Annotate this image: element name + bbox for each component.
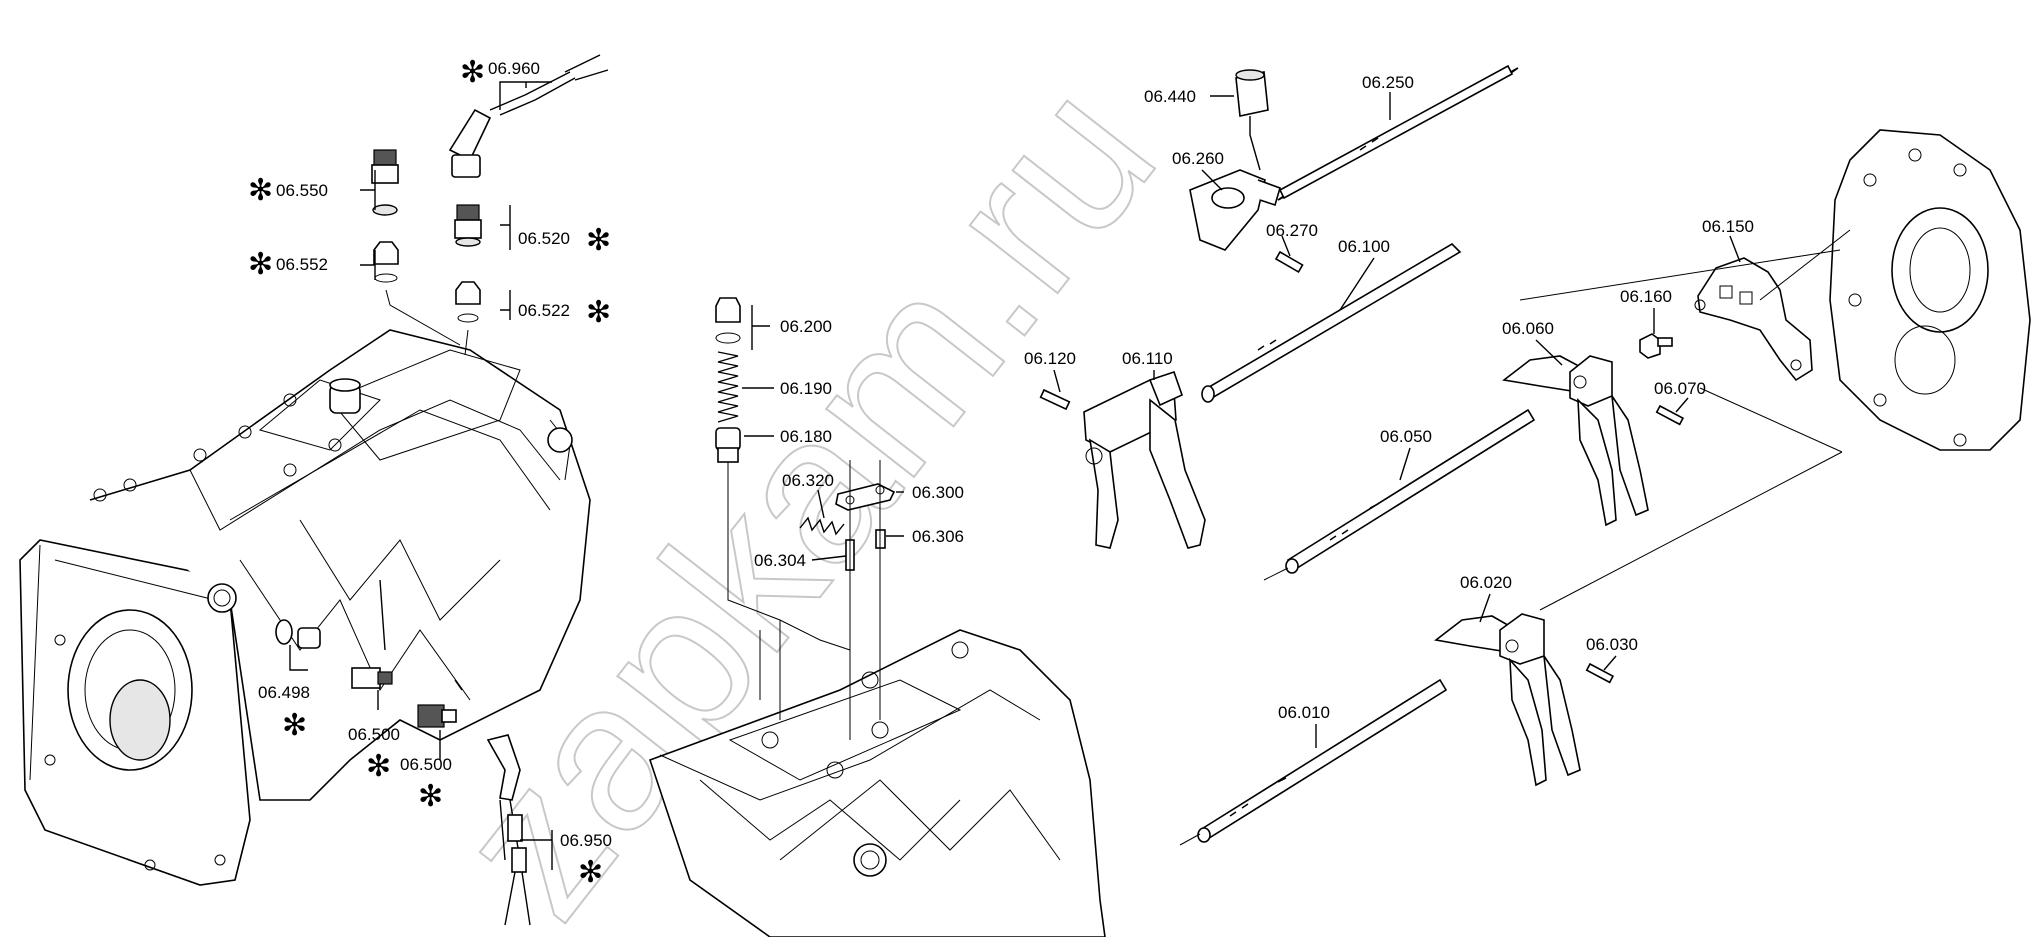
bolt-06160[interactable] [1639,333,1673,359]
plug-06200[interactable] [715,297,741,344]
label-06200: 06.200 [780,317,832,336]
marker-06522: ✻ [586,296,611,329]
sensor-harness-06960[interactable] [448,54,609,178]
plate-06150[interactable] [1694,257,1813,382]
label-06010: 06.010 [1278,703,1330,722]
marker-06950: ✻ [578,856,603,889]
label-06950: 06.950 [560,831,612,850]
label-06498: 06.498 [258,683,310,702]
rail-06050[interactable] [1285,408,1536,574]
pin-06070[interactable] [1655,404,1685,426]
label-06960: 06.960 [488,59,540,78]
pin-06030[interactable] [1585,662,1615,684]
label-06270: 06.270 [1266,221,1318,240]
label-06440: 06.440 [1144,87,1196,106]
switch-06520[interactable] [454,204,482,247]
rail-06250[interactable] [1277,64,1519,201]
transmission-housing-center [648,629,1106,938]
marker-06960: ✻ [460,56,485,89]
switch-06500-b[interactable] [417,679,463,728]
label-06260: 06.260 [1172,149,1224,168]
spring-06190[interactable] [717,351,739,423]
spring-06320[interactable] [799,516,845,536]
label-06190: 06.190 [780,379,832,398]
pin-06120[interactable] [1039,388,1071,411]
label-06100: 06.100 [1338,237,1390,256]
label-06306: 06.306 [912,527,964,546]
marker-06520: ✻ [586,224,611,257]
label-06120: 06.120 [1024,349,1076,368]
rear-housing [1829,129,2031,451]
fork-06060[interactable] [1502,355,1649,527]
label-06552: 06.552 [276,255,328,274]
label-06160: 06.160 [1620,287,1672,306]
label-06070: 06.070 [1654,379,1706,398]
leader-lines [289,81,1741,870]
plug-06440[interactable] [1235,69,1269,117]
plug-06498[interactable] [275,619,321,649]
label-06522: 06.522 [518,301,570,320]
label-06520: 06.520 [518,229,570,248]
switch-06550[interactable] [371,149,399,216]
label-06300: 06.300 [912,483,964,502]
label-06550: 06.550 [276,181,328,200]
harness-06950[interactable] [486,734,531,926]
selector-06260[interactable] [1189,169,1281,251]
label-06110: 06.110 [1122,349,1173,368]
rail-06010[interactable] [1197,678,1448,843]
marker-06500-a: ✻ [366,750,391,783]
rail-06100[interactable] [1201,242,1462,403]
marker-06498: ✻ [282,709,307,742]
switch-06500-a[interactable] [351,667,393,689]
pin-06270[interactable] [1274,250,1304,274]
label-06304: 06.304 [754,551,806,570]
plug-06552[interactable] [373,241,399,283]
marker-06552: ✻ [248,248,273,281]
label-06250: 06.250 [1362,73,1414,92]
label-06060: 06.060 [1502,319,1554,338]
label-06020: 06.020 [1460,573,1512,592]
fork-06110[interactable] [1083,370,1206,549]
label-06050: 06.050 [1380,427,1432,446]
label-06320: 06.320 [782,471,834,490]
marker-06500-b: ✻ [418,780,443,813]
fork-06020[interactable] [1434,613,1581,787]
label-06150: 06.150 [1702,217,1754,236]
plug-06522[interactable] [455,281,481,323]
label-06030: 06.030 [1586,635,1638,654]
transmission-housing-left [19,329,591,886]
marker-06550: ✻ [248,174,273,207]
callouts: ✻ 06.960 ✻ 06.550 ✻ 06.552 06.520 ✻ 06.5… [248,56,1754,889]
label-06500-a: 06.500 [348,725,400,744]
piston-06180[interactable] [715,427,741,463]
label-06180: 06.180 [780,427,832,446]
label-06500-b: 06.500 [400,755,452,774]
